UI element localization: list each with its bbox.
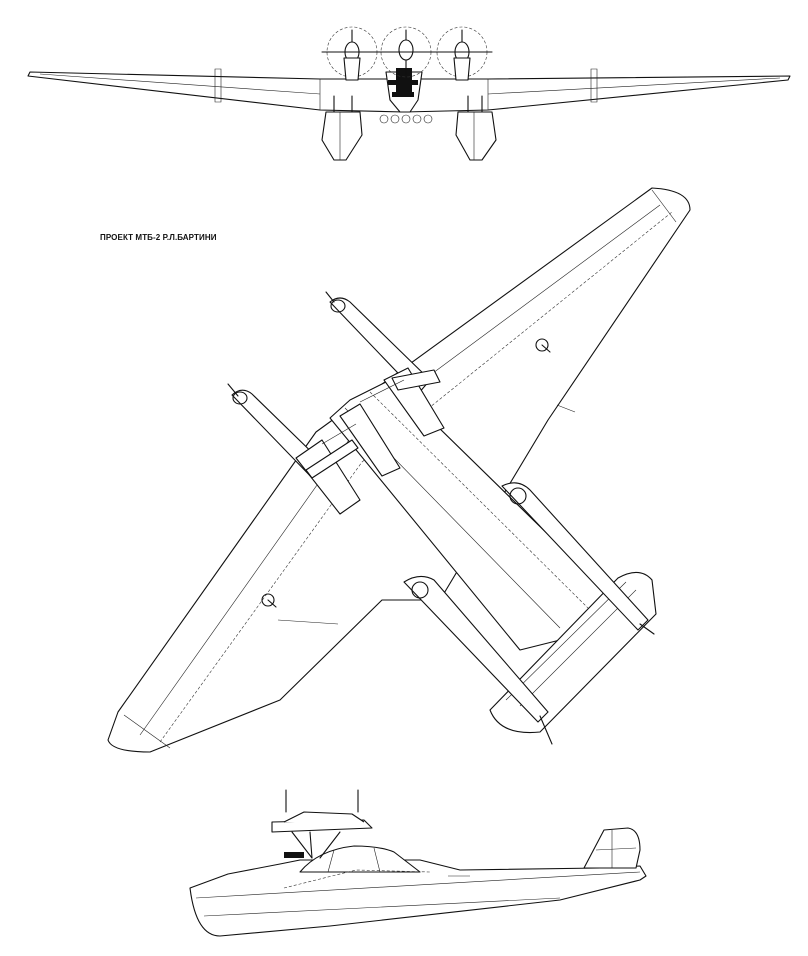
plan-gun-left [262, 594, 276, 607]
plan-tailboom-left [404, 576, 552, 744]
front-engine-left [327, 27, 377, 80]
plan-engines-center [296, 368, 444, 514]
drawing-caption: ПРОЕКТ МТБ-2 Р.Л.БАРТИНИ [100, 233, 217, 242]
side-hatch [284, 852, 304, 858]
front-turret-row [380, 115, 432, 123]
plan-view [0, 180, 808, 770]
plan-gun-right [536, 339, 550, 352]
side-engine [272, 790, 372, 858]
front-float-left [322, 96, 362, 160]
front-view [0, 0, 808, 200]
plan-tailboom-right [502, 483, 654, 634]
side-view [0, 770, 808, 956]
side-canopy [300, 846, 420, 872]
front-engine-right [437, 27, 487, 80]
front-float-right [456, 96, 496, 160]
